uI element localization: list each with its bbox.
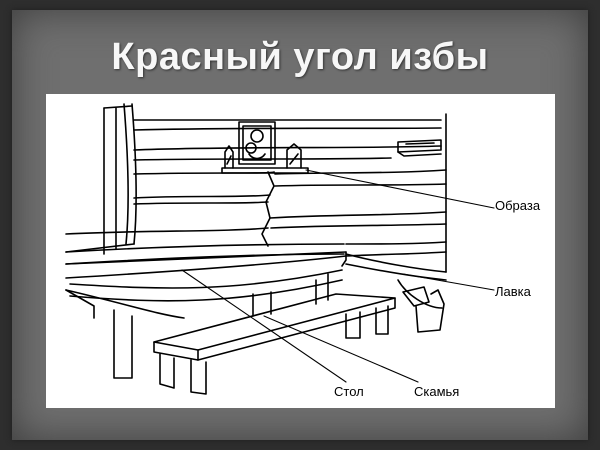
wall-bench — [65, 243, 447, 333]
stool-bench — [153, 293, 396, 395]
leader-table — [181, 269, 347, 383]
wall-shelf — [397, 139, 442, 157]
leader-stool-bench — [263, 315, 419, 383]
leader-lines — [181, 169, 495, 383]
label-stool-bench: Скамья — [414, 384, 460, 399]
icon-shelf — [221, 121, 309, 174]
leader-bench — [402, 273, 495, 291]
table — [65, 251, 347, 379]
label-table: Стол — [334, 384, 364, 399]
leader-icons — [305, 169, 495, 209]
izba-corner-illustration: Образа Лавка Стол Скамья — [46, 94, 555, 408]
line-drawing — [65, 103, 495, 395]
label-bench: Лавка — [495, 284, 531, 299]
slide-title: Красный угол избы — [111, 36, 489, 78]
label-icons: Образа — [495, 198, 541, 213]
